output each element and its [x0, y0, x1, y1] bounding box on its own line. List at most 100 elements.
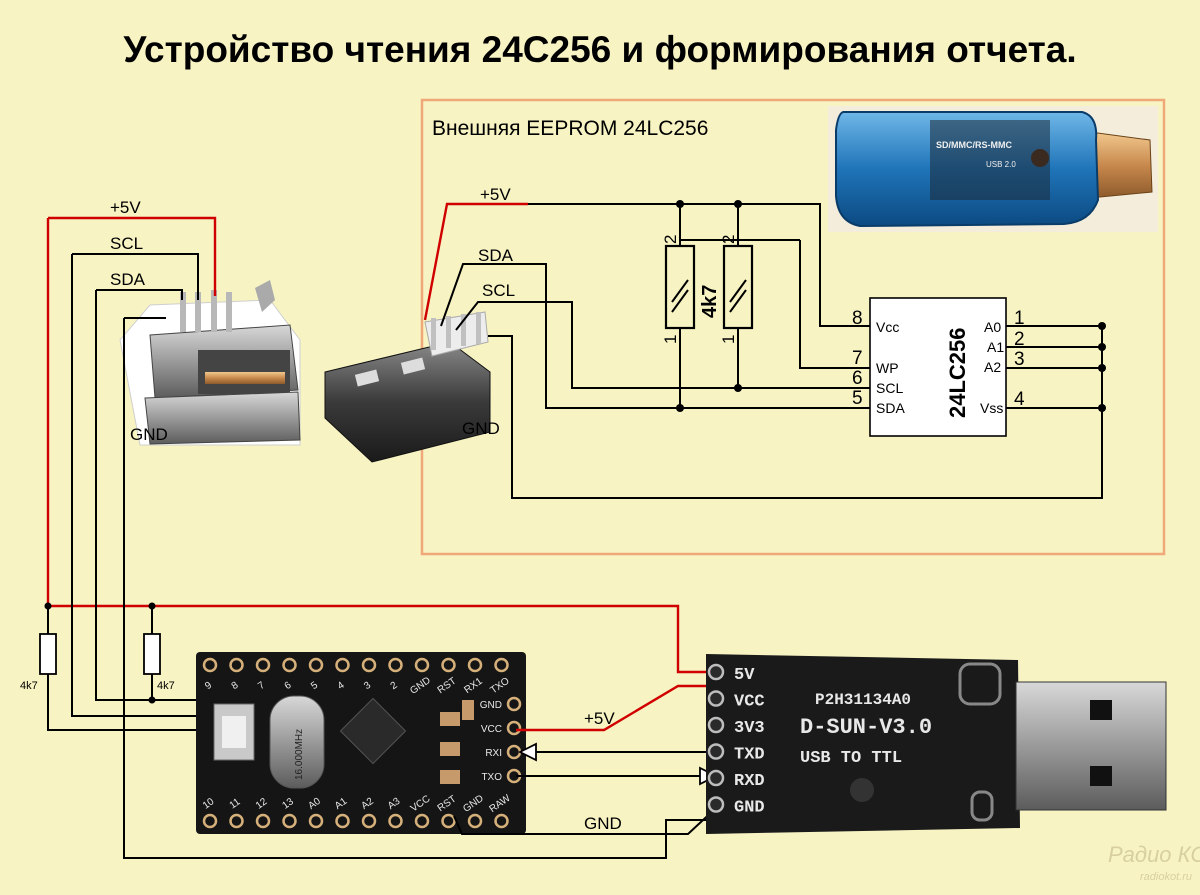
junction-dot — [1098, 404, 1106, 412]
arduino-pin-pad — [335, 813, 350, 829]
eeprom-pin-num: 5 — [852, 388, 863, 409]
resistor-pin-1: 1 — [719, 335, 738, 344]
eeprom-chip: 24LC256 8 Vcc 7 WP 6 SCL 5 SDA 1 A0 2 A1… — [852, 297, 1025, 437]
pullup-value-label: 4k7 — [699, 285, 721, 318]
eeprom-pin-label: Vcc — [876, 319, 899, 335]
arduino-pin-label: 2 — [389, 680, 400, 692]
eeprom-pin-label: Vss — [980, 400, 1003, 416]
bottom-resistor-right-value: 4k7 — [157, 680, 175, 692]
arduino-pin-pad — [494, 657, 509, 673]
watermark-url: radiokot.ru — [1140, 871, 1192, 883]
junction-dot — [734, 384, 742, 392]
scl-wire-to-arduino — [71, 254, 212, 717]
arduino-pin-pad — [441, 813, 456, 829]
watermark-title: Радио КОТ — [1108, 842, 1200, 867]
junction-dot — [148, 602, 156, 610]
arduino-pin-pad — [282, 657, 297, 673]
external-eeprom-label: Внешняя EEPROM 24LC256 — [432, 117, 708, 140]
arduino-vcc-wire-label: +5V — [584, 709, 615, 728]
arduino-pin-label: 4 — [336, 680, 347, 692]
arduino-pin-pad — [229, 657, 244, 673]
arduino-pin-pad — [506, 720, 522, 736]
usb-female-socket-image — [119, 280, 301, 446]
dsun-pin-label: 5V — [734, 666, 755, 685]
dsun-pin-pad — [707, 743, 725, 760]
dsun-board-subtitle: USB TO TTL — [800, 749, 902, 768]
card-reader-usb-text: USB 2.0 — [986, 160, 1016, 169]
dsun-pin-label: TXD — [734, 746, 765, 765]
card-reader-slot-text: SD/MMC/RS-MMC — [936, 140, 1012, 150]
dsun-pin-label: 3V3 — [734, 719, 765, 738]
left-usb-vcc-wire — [48, 216, 217, 296]
eeprom-pin-label: A0 — [984, 319, 1001, 335]
eeprom-pin-label: A1 — [987, 339, 1004, 355]
eeprom-chip-name: 24LC256 — [945, 327, 970, 418]
eeprom-pin-label: SCL — [876, 380, 903, 396]
pullup-resistor-sda: 2 1 — [661, 204, 696, 408]
resistor-pin-2: 2 — [661, 235, 680, 244]
arduino-pin-pad — [335, 657, 350, 673]
arduino-vcc-to-dsun-vcc — [516, 684, 716, 732]
junction-dot — [676, 200, 684, 208]
usb-male-plug-image — [324, 311, 491, 463]
arduino-pin-label: 3 — [362, 680, 373, 692]
dsun-board-name: D-SUN-V3.0 — [800, 715, 932, 740]
junction-dot — [148, 696, 156, 704]
eeprom-pin-label: A2 — [984, 359, 1001, 375]
eeprom-pin-num: 7 — [852, 348, 863, 369]
dsun-pin-pad — [707, 769, 725, 787]
arduino-pin-label: GND — [480, 700, 502, 711]
bottom-resistor-left-value: 4k7 — [20, 680, 38, 692]
junction-dot — [734, 200, 742, 208]
arduino-pin-label: RXI — [485, 748, 502, 759]
dsun-pin-pad — [707, 663, 725, 681]
dsun-pin-pad — [707, 690, 725, 707]
arduino-pin-label: VCC — [481, 724, 502, 735]
vcc-wire-to-dsun-5v — [46, 218, 716, 674]
arduino-pin-pad — [255, 657, 271, 673]
right-usb-scl-label: SCL — [482, 281, 515, 300]
eeprom-pin-num: 6 — [852, 368, 863, 389]
arduino-pin-pad — [361, 813, 377, 829]
arduino-pin-pad — [388, 657, 403, 673]
arduino-pin-pad — [467, 657, 483, 673]
gnd-wire-label: GND — [584, 814, 622, 833]
arrow-to-rxi-icon — [517, 742, 537, 762]
junction-dot — [676, 404, 684, 412]
eeprom-pin-num: 3 — [1014, 349, 1025, 370]
arduino-pin-pad — [494, 813, 509, 829]
arduino-pin-label: 7 — [256, 680, 267, 692]
left-usb-gnd-label: GND — [130, 425, 168, 444]
right-usb-sda-label: SDA — [478, 246, 514, 265]
dsun-chip-label: P2H31134A0 — [815, 691, 911, 709]
pullup-resistor-scl: 2 1 — [719, 204, 754, 388]
bottom-pullup-resistor-left — [39, 633, 57, 675]
arduino-pin-pad — [255, 813, 271, 829]
left-usb-scl-wire — [72, 253, 199, 300]
eeprom-pin-num: 2 — [1014, 329, 1025, 350]
eeprom-sda-wire — [440, 263, 870, 409]
arduino-pin-label: 9 — [203, 680, 214, 692]
arduino-pro-mini-board: 16.000MHz — [196, 652, 526, 834]
resistor-pin-2: 2 — [719, 235, 738, 244]
arduino-pin-pad — [282, 813, 297, 829]
arduino-pin-pad — [441, 657, 456, 673]
dsun-pin-pad — [707, 796, 725, 813]
arduino-pin-pad — [388, 813, 403, 829]
arduino-pin-label: TXO — [481, 772, 502, 783]
arduino-pin-pad — [308, 813, 324, 829]
crystal-label: 16.000MHz — [294, 729, 305, 780]
eeprom-pin-label: WP — [876, 360, 899, 376]
arduino-pin-label: 8 — [230, 680, 241, 692]
resistor-pin-1: 1 — [661, 335, 680, 344]
arduino-pin-pad — [414, 813, 430, 829]
left-usb-scl-label: SCL — [110, 234, 143, 253]
right-usb-gnd-label: GND — [462, 419, 500, 438]
sda-wire-to-arduino — [95, 290, 212, 701]
eeprom-pin-num: 1 — [1014, 308, 1025, 329]
dsun-pin-label: RXD — [734, 772, 765, 791]
junction-dot — [1098, 343, 1106, 351]
bottom-pullup-resistor-right — [143, 633, 161, 675]
arduino-pin-pad — [202, 813, 218, 829]
